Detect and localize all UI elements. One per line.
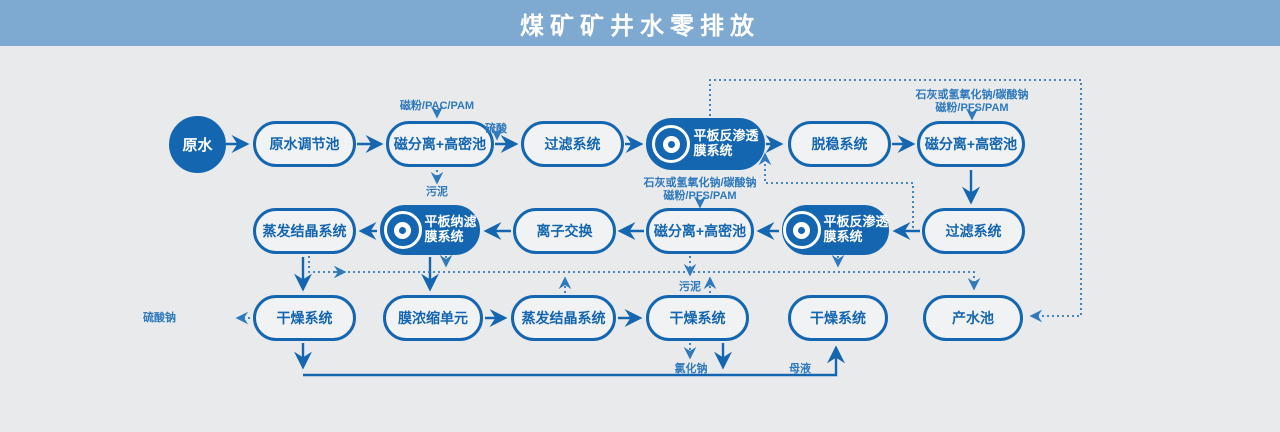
annotation-dosing-lime-2: 石灰或氢氧化钠/碳酸钠 磁粉/PFS/PAM xyxy=(915,89,1029,114)
node-label: 磁分离+高密池 xyxy=(393,136,487,152)
node-product-water-pool: 产水池 xyxy=(923,295,1023,341)
node-label: 过滤系统 xyxy=(544,136,601,152)
node-label: 平板反渗透 膜系统 xyxy=(823,214,889,244)
node-drying-system-2: 干燥系统 xyxy=(646,295,749,341)
node-evaporation-crystallization-1: 蒸发结晶系统 xyxy=(253,208,356,254)
node-label: 产水池 xyxy=(952,310,994,326)
annotation-sodium-sulfate: 硫酸钠 xyxy=(143,312,176,324)
node-magnetic-separation-3: 磁分离+高密池 xyxy=(646,208,754,254)
node-label: 平板反渗透 膜系统 xyxy=(693,128,759,158)
annotation-sulfuric-acid: 硫酸 xyxy=(485,123,507,135)
node-label: 离子交换 xyxy=(536,223,593,239)
node-label: 过滤系统 xyxy=(945,223,1002,239)
node-drying-system-1: 干燥系统 xyxy=(253,295,356,341)
node-label: 平板纳滤 膜系统 xyxy=(424,214,477,244)
node-label: 蒸发结晶系统 xyxy=(521,310,606,326)
membrane-disc-icon xyxy=(383,211,422,249)
node-label: 干燥系统 xyxy=(276,310,333,326)
node-label: 膜浓缩单元 xyxy=(398,310,468,326)
node-label: 磁分离+高密池 xyxy=(653,223,747,239)
node-evaporation-crystallization-2: 蒸发结晶系统 xyxy=(511,295,616,341)
node-label: 磁分离+高密池 xyxy=(924,136,1018,152)
node-filter-system-2: 过滤系统 xyxy=(922,208,1025,254)
node-label: 脱稳系统 xyxy=(811,136,868,152)
node-label: 蒸发结晶系统 xyxy=(262,223,347,239)
node-flat-ro-membrane-2: 平板反渗透 膜系统 xyxy=(782,205,889,255)
annotation-sodium-chloride: 氯化钠 xyxy=(674,363,708,375)
node-label: 原水调节池 xyxy=(269,136,340,152)
annotation-dosing-lime-3: 石灰或氢氧化钠/碳酸钠 磁粉/PFS/PAM xyxy=(643,177,757,202)
node-drying-system-3: 干燥系统 xyxy=(788,295,888,341)
node-flat-ro-membrane-1: 平板反渗透 膜系统 xyxy=(646,118,765,170)
annotation-dosing-pac-pam: 磁粉/PAC/PAM xyxy=(399,100,475,112)
page-title: 煤矿矿井水零排放 xyxy=(520,12,760,40)
annotation-sludge-2: 污泥 xyxy=(679,281,701,293)
node-filter-system-1: 过滤系统 xyxy=(521,121,624,167)
node-label: 原水 xyxy=(182,137,213,154)
node-label: 干燥系统 xyxy=(810,310,866,326)
node-destabilization-system: 脱稳系统 xyxy=(788,121,891,167)
annotation-sludge-1: 污泥 xyxy=(426,186,448,198)
node-label: 干燥系统 xyxy=(669,310,726,326)
annotation-mother-liquor: 母液 xyxy=(789,363,811,375)
node-raw-water: 原水 xyxy=(169,116,226,173)
node-regulating-tank: 原水调节池 xyxy=(253,121,356,167)
node-ion-exchange: 离子交换 xyxy=(513,208,616,254)
node-membrane-concentration-unit: 膜浓缩单元 xyxy=(383,295,483,341)
membrane-disc-icon xyxy=(652,125,691,163)
node-flat-nf-membrane: 平板纳滤 膜系统 xyxy=(380,205,480,255)
node-magnetic-separation-2: 磁分离+高密池 xyxy=(917,121,1025,167)
membrane-disc-icon xyxy=(782,211,821,249)
node-magnetic-separation-1: 磁分离+高密池 xyxy=(386,121,494,167)
title-bar: 煤矿矿井水零排放 xyxy=(0,0,1280,46)
